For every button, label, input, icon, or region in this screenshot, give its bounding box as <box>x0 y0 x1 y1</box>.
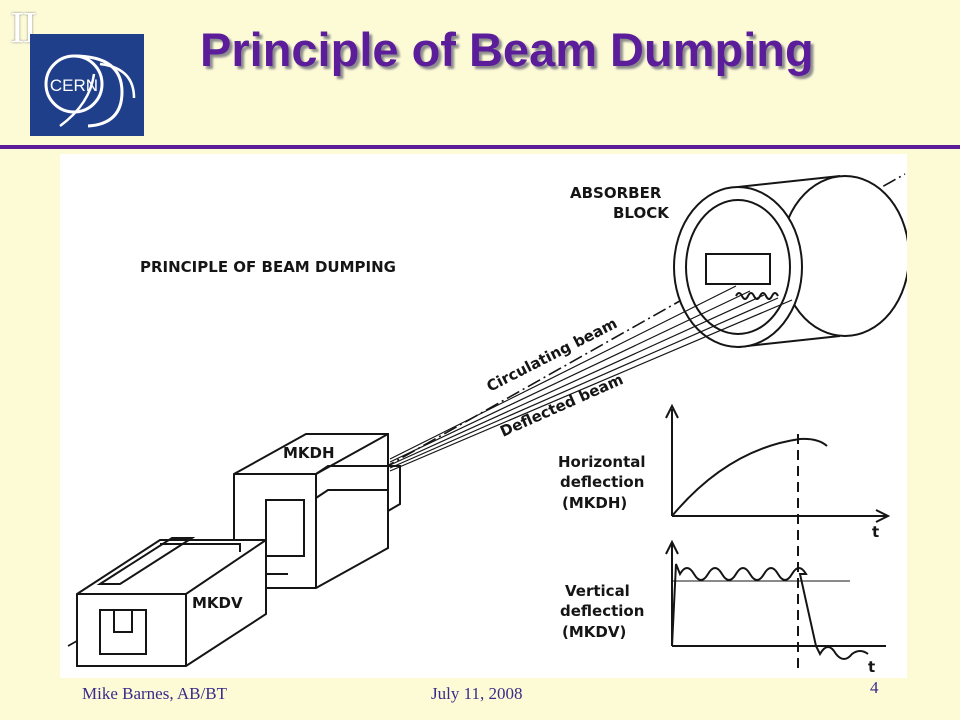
diagram-heading: PRINCIPLE OF BEAM DUMPING <box>140 258 396 276</box>
absorber-label-line1: ABSORBER <box>570 184 662 202</box>
beam-dump-diagram: PRINCIPLE OF BEAM DUMPING ABSORBER BLOCK… <box>60 154 907 678</box>
absorber-block <box>673 175 907 348</box>
vertical-time-axis-label: t <box>868 658 875 676</box>
vertical-label-line1: Vertical <box>565 582 630 600</box>
mkdv-magnet <box>76 537 267 667</box>
deflected-beam-fan <box>389 285 793 472</box>
horizontal-deflection-graph <box>665 403 891 669</box>
absorber-label-line2: BLOCK <box>613 204 670 222</box>
mkdv-label: MKDV <box>192 594 243 612</box>
cern-logo-text: CERN <box>50 76 98 95</box>
cern-logo: CERN <box>30 34 144 136</box>
vertical-deflection-graph <box>665 539 886 660</box>
vertical-label-line3: (MKDV) <box>562 623 626 641</box>
vertical-label-line2: deflection <box>560 602 644 620</box>
footer-author: Mike Barnes, AB/BT <box>82 684 227 703</box>
horizontal-label-line2: deflection <box>560 473 644 491</box>
horizontal-label-line1: Horizontal <box>558 453 646 471</box>
mkdh-label: MKDH <box>283 444 335 462</box>
horizontal-time-axis-label: t <box>872 523 879 541</box>
footer-date: July 11, 2008 <box>431 684 523 703</box>
page-title: Principle of Beam Dumping <box>200 23 814 76</box>
horizontal-label-line3: (MKDH) <box>562 494 627 512</box>
page-number: 4 <box>870 678 879 697</box>
title-divider <box>0 145 960 149</box>
mkdh-magnet <box>233 433 401 589</box>
